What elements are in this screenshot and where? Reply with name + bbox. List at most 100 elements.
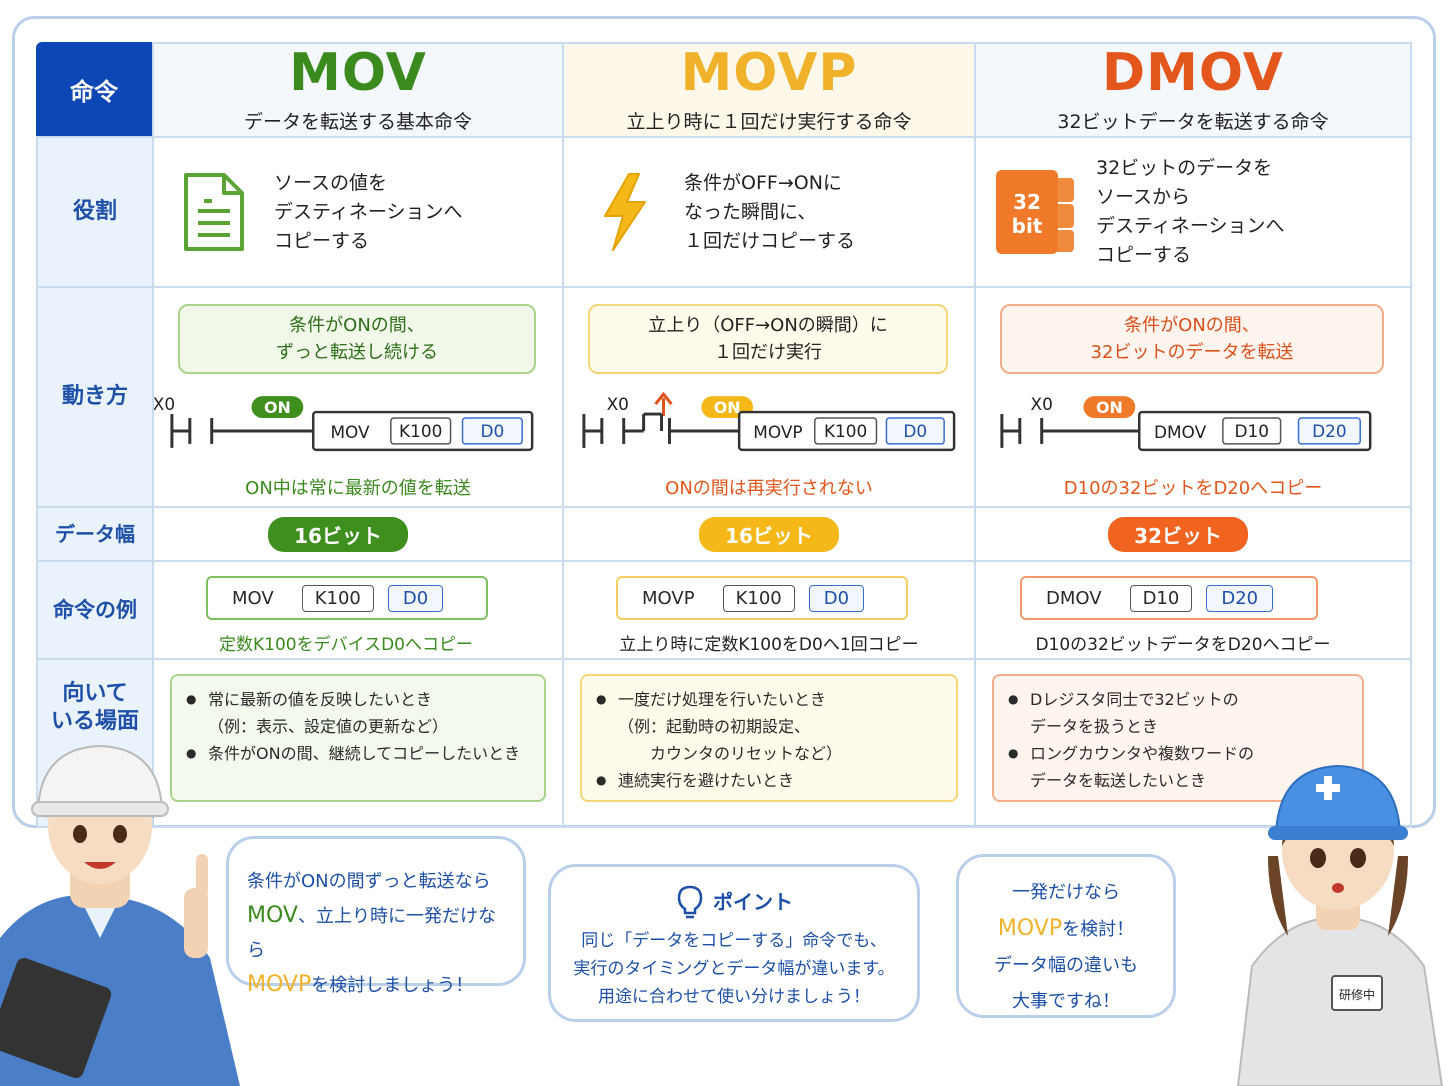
movp-example: MOVP K100 D0 立上り時に定数K100をD0へ1回コピー — [564, 562, 976, 660]
src-label: D10 — [1234, 421, 1269, 441]
comparison-table: 命令 MOV データを転送する基本命令 MOVP 立上り時に１回だけ実行する命令… — [36, 42, 1412, 828]
movp-behavior-note: ONの間は再実行されない — [665, 478, 873, 499]
left-speech-bubble: 条件がONの間ずっと転送なら MOV、立上り時に一発だけなら MOVPを検討しま… — [226, 836, 526, 997]
dmov-role-line: デスティネーションへ — [1096, 215, 1285, 237]
movp-title: MOVP — [680, 42, 858, 103]
movp-subtitle: 立上り時に１回だけ実行する命令 — [626, 110, 912, 133]
icon-text: 32 — [1013, 190, 1041, 214]
movp-ladder-diagram: X0 ON MOVP K100 D0 — [582, 391, 956, 452]
female-engineer-illustration: 研修中 — [1236, 764, 1444, 1086]
bubble-highlight: MOVP — [247, 972, 312, 997]
bubble-highlight: MOVP — [997, 916, 1063, 941]
point-title: ポイント — [713, 890, 793, 914]
dmov-role: 32 bit 32ビットのデータを ソースから デスティネーションへ コピーする — [976, 138, 1412, 288]
box-line: ずっと転送し続ける — [276, 342, 438, 363]
dmov-behavior-note: D10の32ビットをD20へコピー — [1063, 478, 1323, 499]
movp-scene-box: 一度だけ処理を行いたいとき （例：起動時の初期設定、 カウンタのリセットなど） … — [580, 674, 958, 802]
src-label: K100 — [399, 421, 442, 441]
dst-label: D20 — [1312, 421, 1347, 441]
example-dst: D0 — [387, 584, 444, 612]
instr-label: MOV — [330, 422, 370, 442]
example-label: 命令の例 — [36, 562, 154, 660]
mov-title: MOV — [289, 42, 427, 103]
dst-label: D0 — [480, 421, 504, 441]
movp-role: 条件がOFF→ONに なった瞬間に、 １回だけコピーする — [564, 138, 976, 288]
on-label: ON — [1096, 398, 1123, 417]
dmov-width-badge: 32ビット — [1108, 516, 1248, 552]
scene-item: （例：起動時の初期設定、 — [618, 717, 811, 736]
bubble-line: 一発だけなら — [1012, 882, 1120, 903]
bubble-line: データ幅の違いも — [994, 955, 1138, 976]
box-line: 32ビットのデータを転送 — [1090, 342, 1294, 363]
width-label: データ幅 — [36, 508, 154, 562]
dmov-example-note: D10の32ビットデータをD20へコピー — [1035, 635, 1331, 655]
dmov-example-box: DMOV D10 D20 — [1020, 576, 1318, 620]
bubble-highlight: MOV — [247, 903, 298, 928]
mov-width-badge: 16ビット — [268, 516, 408, 552]
movp-scene: 一度だけ処理を行いたいとき （例：起動時の初期設定、 カウンタのリセットなど） … — [564, 660, 976, 828]
mov-scene: 常に最新の値を反映したいとき （例：表示、設定値の更新など） 条件がONの間、継… — [154, 660, 564, 828]
src-label: K100 — [824, 421, 867, 441]
movp-role-line: 条件がOFF→ONに — [684, 171, 842, 194]
bubble-line: 、立上り時に一発だけなら — [247, 906, 496, 961]
point-line: 用途に合わせて使い分けましょう！ — [598, 987, 870, 1007]
on-badge — [251, 396, 304, 419]
right-speech-bubble: 一発だけなら MOVPを検討！ データ幅の違いも 大事ですね！ — [956, 854, 1176, 1018]
movp-example-box: MOVP K100 D0 — [616, 576, 908, 620]
mov-role: ソースの値を デスティネーションへ コピーする — [154, 138, 564, 288]
scene-item: データを扱うとき — [1030, 717, 1159, 736]
bubble-line: を検討！ — [1062, 919, 1135, 940]
movp-role-line: １回だけコピーする — [684, 229, 856, 252]
bubble-line: 大事ですね！ — [1012, 991, 1120, 1012]
example-dst: D0 — [808, 584, 865, 612]
mov-width: 16ビット — [154, 508, 564, 562]
behavior-label: 動き方 — [36, 288, 154, 508]
scene-item: データを転送したいとき — [1030, 771, 1207, 790]
example-src: D10 — [1129, 584, 1193, 612]
dmov-width: 32ビット — [976, 508, 1412, 562]
male-engineer-illustration — [0, 744, 240, 1086]
mov-scene-box: 常に最新の値を反映したいとき （例：表示、設定値の更新など） 条件がONの間、継… — [170, 674, 546, 802]
bubble-line: を検討しましょう！ — [311, 975, 474, 996]
scene-item: （例：表示、設定値の更新など） — [208, 717, 449, 736]
mov-header: MOV データを転送する基本命令 — [154, 42, 564, 138]
instr-label: DMOV — [1154, 422, 1207, 442]
scene-item: ロングカウンタや複数ワードの — [1008, 740, 1348, 767]
example-src: K100 — [301, 584, 374, 612]
mov-subtitle: データを転送する基本命令 — [243, 110, 472, 133]
lightbulb-icon — [677, 885, 703, 919]
mov-ladder-diagram: X0 ON MOV K100 D0 — [154, 394, 534, 452]
lightning-icon — [564, 172, 684, 252]
mov-behavior: 条件がONの間、ずっと転送し続ける X0 ON MOV K100 D0 ON中は… — [154, 288, 564, 508]
movp-example-note: 立上り時に定数K100をD0へ1回コピー — [619, 635, 919, 655]
dmov-role-line: コピーする — [1096, 244, 1192, 266]
scene-item: Dレジスタ同士で32ビットの — [1008, 686, 1348, 713]
mov-behavior-box: 条件がONの間、ずっと転送し続ける — [178, 304, 536, 374]
scene-item: カウンタのリセットなど） — [618, 744, 843, 763]
movp-width-badge: 16ビット — [699, 516, 839, 552]
example-instr: MOV — [232, 587, 274, 609]
scene-item: 連続実行を避けたいとき — [596, 767, 942, 794]
example-dst: D20 — [1206, 584, 1274, 612]
dst-label: D0 — [903, 421, 927, 441]
mov-role-line: デスティネーションへ — [274, 200, 463, 223]
scene-label-line: いる場面 — [50, 708, 139, 734]
on-badge — [1083, 396, 1136, 419]
dmov-ladder-diagram: X0 ON DMOV D10 D20 — [1000, 394, 1372, 452]
box-line: 条件がONの間、 — [289, 315, 425, 336]
dmov-role-line: ソースから — [1096, 186, 1191, 208]
point-line: 実行のタイミングとデータ幅が違います。 — [573, 959, 895, 979]
dmov-scene: Dレジスタ同士で32ビットの データを扱うとき ロングカウンタや複数ワードの デ… — [976, 660, 1412, 828]
contact-label: X0 — [607, 394, 629, 414]
trainee-badge: 研修中 — [1339, 987, 1375, 1002]
dmov-behavior-box: 条件がONの間、 32ビットのデータを転送 — [1000, 304, 1384, 374]
bubble-line: 条件がONの間ずっと転送なら — [247, 871, 491, 892]
contact-label: X0 — [1031, 394, 1053, 414]
dmov-role-line: 32ビットのデータを — [1096, 157, 1273, 179]
box-line: 条件がONの間、 — [1124, 315, 1260, 336]
movp-role-line: なった瞬間に、 — [684, 200, 817, 223]
32bit-block-icon: 32 bit — [976, 168, 1096, 256]
example-src: K100 — [722, 584, 795, 612]
